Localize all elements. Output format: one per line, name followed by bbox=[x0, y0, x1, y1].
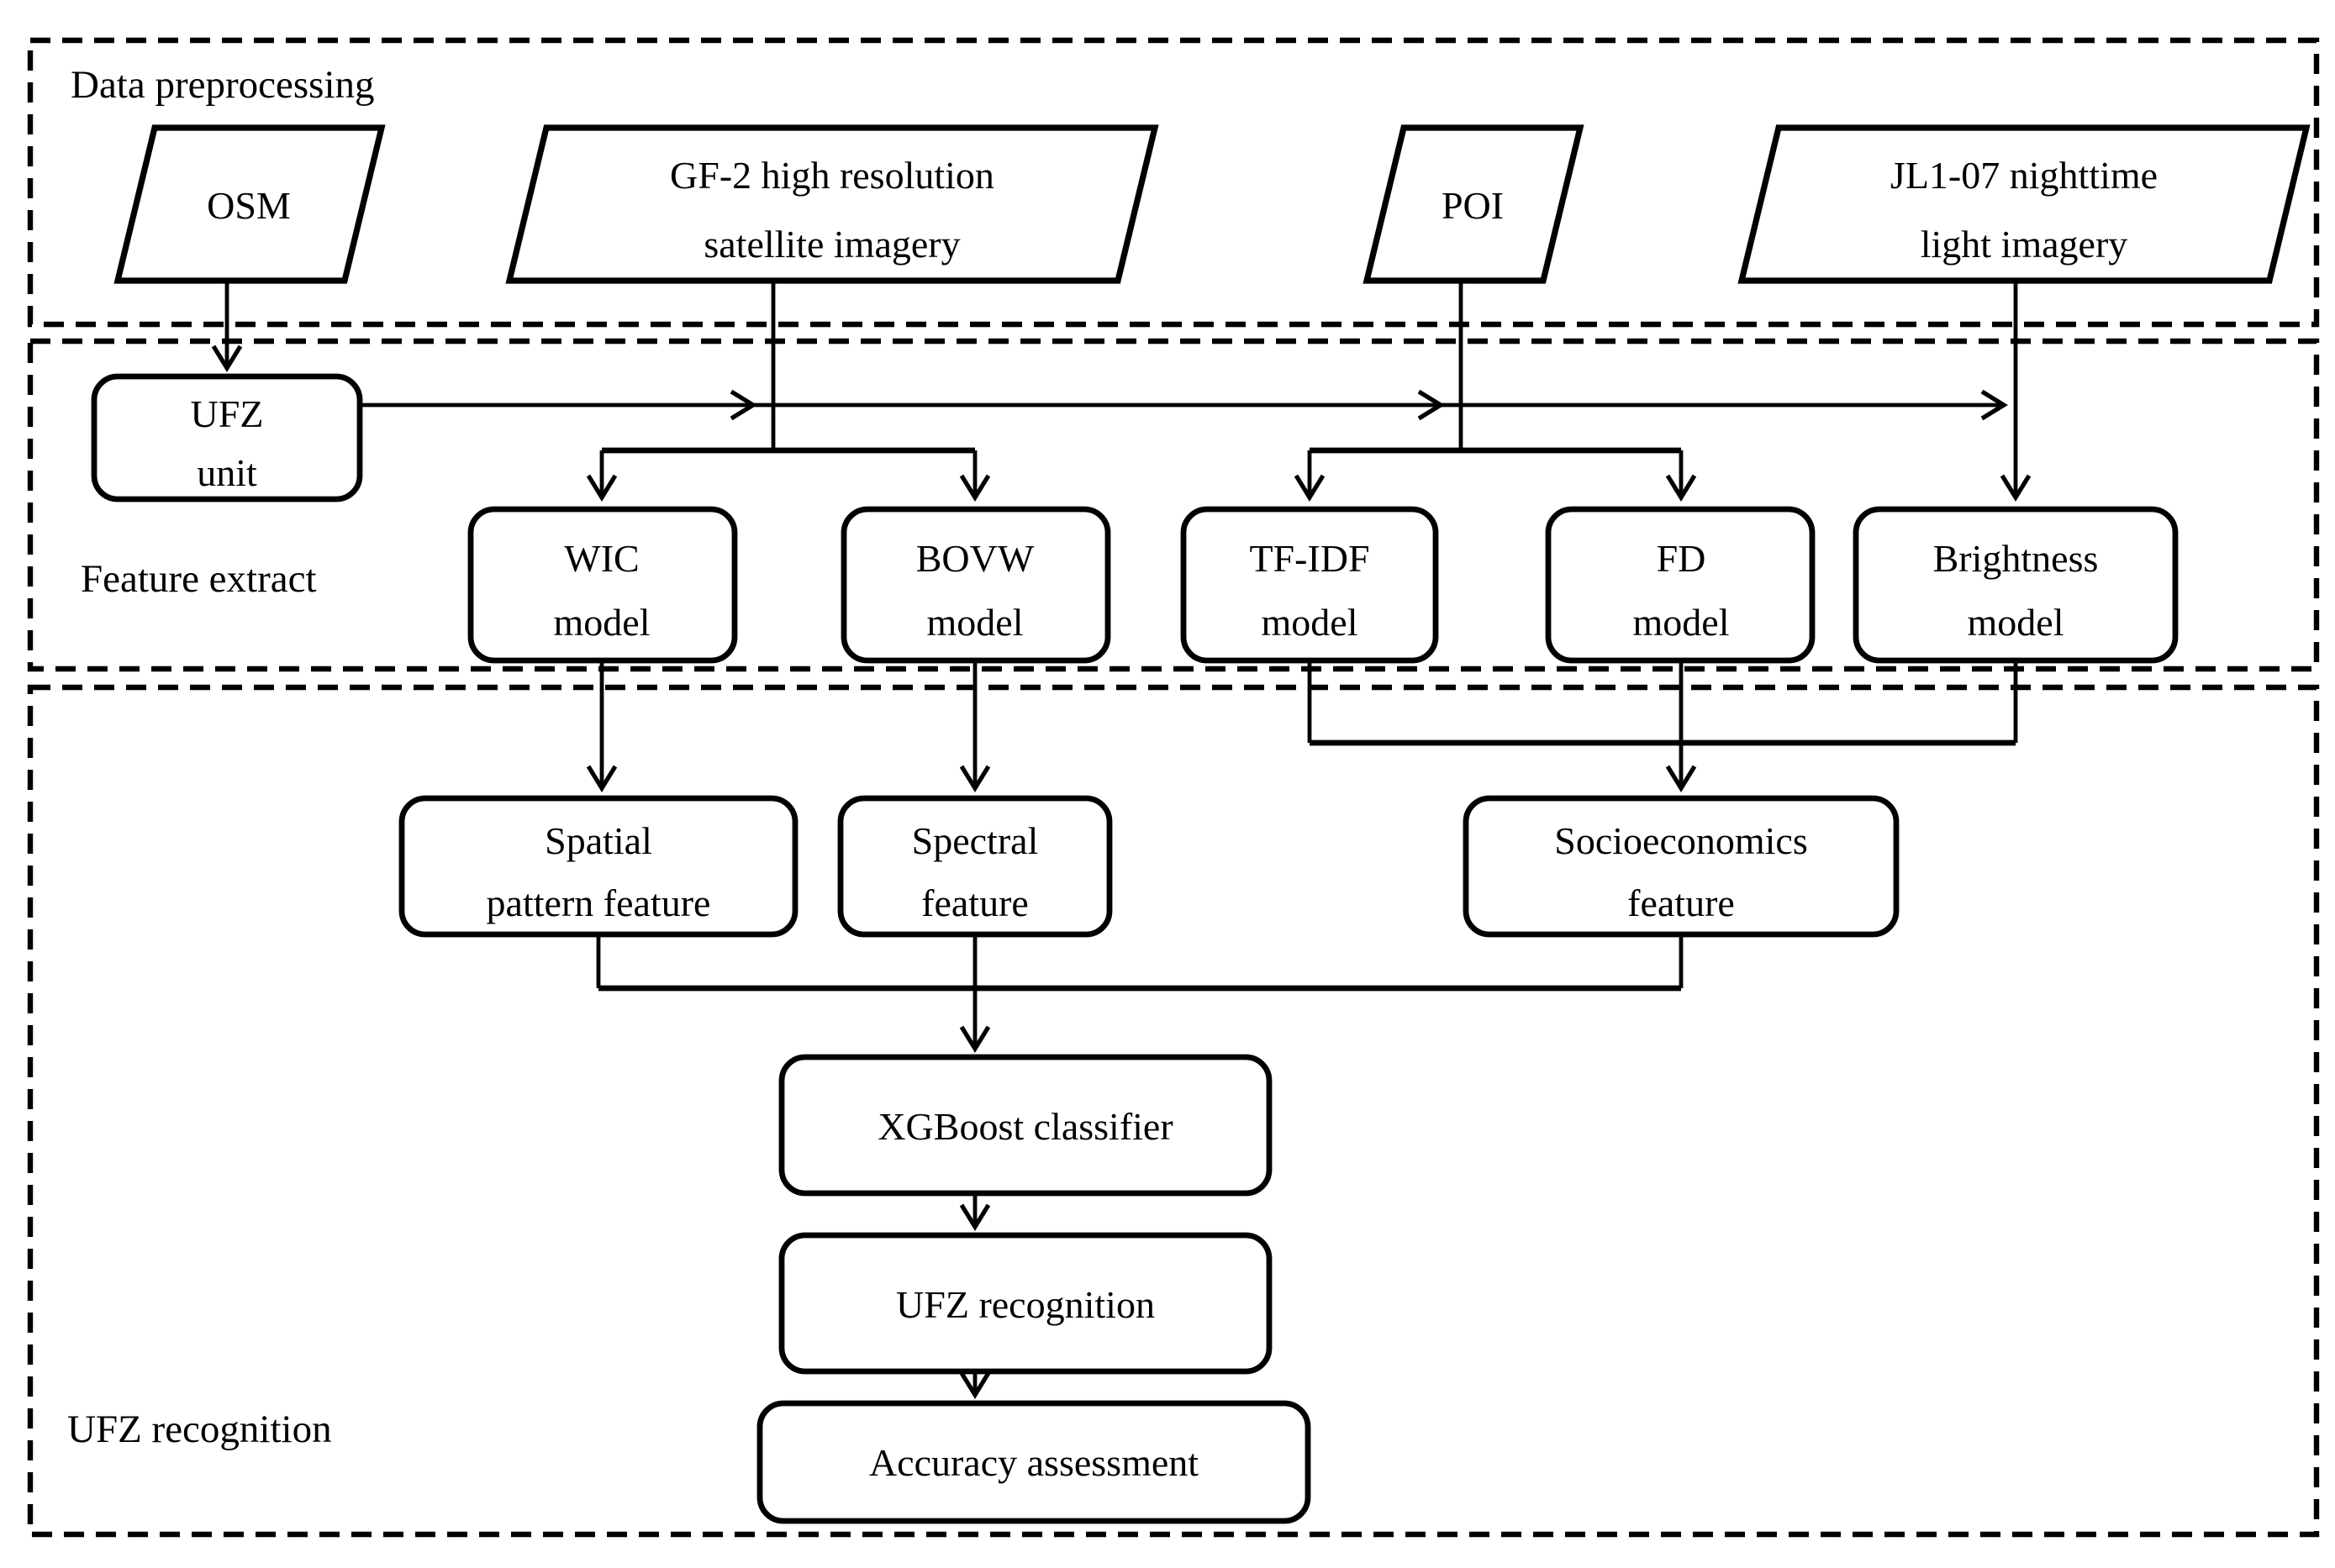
node-ufz-recognition: UFZ recognition bbox=[778, 1232, 1273, 1375]
socioeconomics-feature-box bbox=[1463, 795, 1900, 938]
osm-parallelogram bbox=[113, 124, 386, 284]
tfidf-label-line2: model bbox=[1262, 601, 1358, 644]
gf2-label-line2: satellite imagery bbox=[704, 223, 960, 266]
xgboost-classifier-box bbox=[778, 1054, 1273, 1197]
spectral-feature-box bbox=[837, 795, 1113, 938]
section-label-feature-extract: Feature extract bbox=[81, 557, 317, 601]
poi-label: POI bbox=[1442, 184, 1504, 227]
node-jl1-imagery: JL1-07 nighttime light imagery bbox=[1737, 124, 2311, 284]
osm-label: OSM bbox=[207, 184, 291, 227]
fd-label-line2: model bbox=[1633, 601, 1730, 644]
tfidf-label-line1: TF-IDF bbox=[1249, 537, 1369, 580]
socioeconomics-label-line2: feature bbox=[1627, 881, 1735, 924]
brightness-model-box bbox=[1853, 506, 2179, 664]
xgboost-classifier-label: XGBoost classifier bbox=[878, 1105, 1173, 1148]
node-tfidf-model: TF-IDF model bbox=[1180, 506, 1439, 664]
node-fd-model: FD model bbox=[1545, 506, 1816, 664]
jl1-label-line1: JL1-07 nighttime bbox=[1890, 154, 2158, 197]
node-osm: OSM bbox=[113, 124, 386, 284]
section-box-feature-extract bbox=[27, 338, 2320, 672]
ufz-recognition-label: UFZ recognition bbox=[896, 1283, 1155, 1326]
tfidf-model-box bbox=[1180, 506, 1439, 664]
accuracy-assessment-label: Accuracy assessment bbox=[869, 1441, 1199, 1484]
node-spatial-feature: Spatial pattern feature bbox=[398, 795, 799, 938]
wic-label-line1: WIC bbox=[564, 537, 639, 580]
wic-label-line2: model bbox=[554, 601, 651, 644]
ufz-recognition-box bbox=[778, 1232, 1273, 1375]
node-poi: POI bbox=[1363, 124, 1584, 284]
node-xgboost-classifier: XGBoost classifier bbox=[778, 1054, 1273, 1197]
node-brightness-model: Brightness model bbox=[1853, 506, 2179, 664]
bovw-label-line2: model bbox=[927, 601, 1024, 644]
spatial-feature-box bbox=[398, 795, 799, 938]
fd-model-box bbox=[1545, 506, 1816, 664]
spectral-label-line2: feature bbox=[921, 881, 1029, 924]
node-socioeconomics-feature: Socioeconomics feature bbox=[1463, 795, 1900, 938]
jl1-parallelogram bbox=[1737, 124, 2311, 284]
socioeconomics-label-line1: Socioeconomics bbox=[1554, 819, 1808, 862]
spatial-label-line2: pattern feature bbox=[487, 881, 711, 924]
poi-parallelogram bbox=[1363, 124, 1584, 284]
section-box-data-preprocessing bbox=[27, 37, 2320, 328]
ufz-unit-box bbox=[91, 373, 363, 502]
jl1-label-line2: light imagery bbox=[1921, 223, 2128, 266]
node-ufz-unit: UFZ unit bbox=[91, 373, 363, 502]
bovw-model-box bbox=[841, 506, 1111, 664]
spectral-label-line1: Spectral bbox=[912, 819, 1039, 862]
spatial-label-line1: Spatial bbox=[545, 819, 652, 862]
accuracy-assessment-box bbox=[756, 1400, 1311, 1524]
ufz-unit-label-line1: UFZ bbox=[191, 392, 264, 435]
section-label-ufz-recognition: UFZ recognition bbox=[67, 1408, 332, 1451]
node-spectral-feature: Spectral feature bbox=[837, 795, 1113, 938]
node-accuracy-assessment: Accuracy assessment bbox=[756, 1400, 1311, 1524]
brightness-label-line2: model bbox=[1968, 601, 2064, 644]
ufz-unit-label-line2: unit bbox=[197, 451, 257, 494]
section-label-data-preprocessing: Data preprocessing bbox=[71, 63, 375, 107]
bovw-label-line1: BOVW bbox=[916, 537, 1035, 580]
node-gf2-imagery: GF-2 high resolution satellite imagery bbox=[505, 124, 1159, 284]
brightness-label-line1: Brightness bbox=[1933, 537, 2099, 580]
wic-model-box bbox=[467, 506, 738, 664]
fd-label-line1: FD bbox=[1657, 537, 1706, 580]
node-wic-model: WIC model bbox=[467, 506, 738, 664]
gf2-label-line1: GF-2 high resolution bbox=[670, 154, 994, 197]
gf2-parallelogram bbox=[505, 124, 1159, 284]
node-bovw-model: BOVW model bbox=[841, 506, 1111, 664]
